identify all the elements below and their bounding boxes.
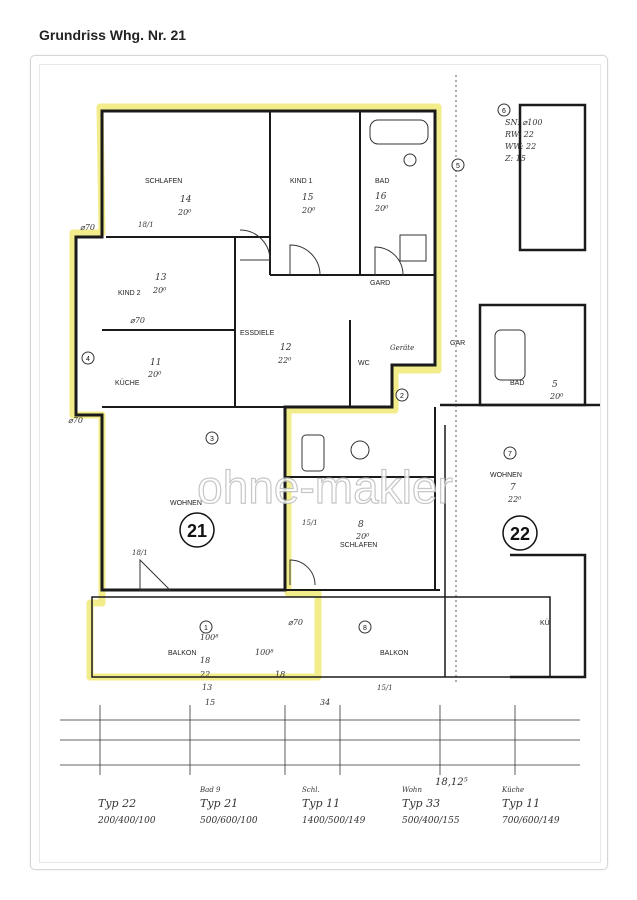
door-swings bbox=[139, 229, 404, 591]
room-bad-22-dims: 20⁰ bbox=[549, 392, 564, 401]
room-essdiele-label: ESSDIELE bbox=[240, 330, 275, 337]
type-1-dims: 200/400/100 bbox=[97, 816, 156, 826]
room-schlafen-1-label: SCHLAFEN bbox=[145, 178, 182, 185]
annotation-m100: 100⁸ bbox=[200, 633, 219, 642]
room-kind-2-area: 13 bbox=[155, 273, 167, 283]
marker-2: 2 bbox=[400, 393, 404, 400]
floor-plan-frame: SCHLAFEN 14 20⁰ KIND 1 15 20⁰ BAD 16 20⁰… bbox=[30, 55, 608, 870]
room-schlafen-1-area: 14 bbox=[180, 195, 192, 205]
room-schlafen-2-area: 8 bbox=[358, 520, 364, 530]
type-3-dims: 1400/500/149 bbox=[302, 816, 366, 826]
page-title: Grundriss Whg. Nr. 21 bbox=[39, 27, 187, 43]
room-bad-area: 16 bbox=[375, 192, 387, 202]
bath-fixtures bbox=[301, 119, 526, 472]
room-bad-22-area: 5 bbox=[552, 380, 558, 390]
marker-6: 6 bbox=[502, 108, 506, 115]
dimension-lines bbox=[60, 75, 580, 775]
room-kueche-22-label: KÜ bbox=[540, 619, 550, 627]
room-kind-2-dims: 20⁰ bbox=[152, 286, 167, 295]
marker-3: 3 bbox=[210, 436, 214, 443]
type-2-top: Bad 9 bbox=[199, 786, 221, 794]
annotation-garage: GAR bbox=[450, 340, 465, 347]
annotation-n34: 34 bbox=[320, 698, 330, 707]
unit-21-number: 21 bbox=[187, 521, 207, 541]
room-kind-1-label: KIND 1 bbox=[290, 178, 313, 185]
marker-7: 7 bbox=[508, 451, 512, 458]
annotation-h18a: 18/1 bbox=[138, 221, 154, 229]
type-4-dims: 500/400/155 bbox=[402, 816, 460, 826]
annotation-z: Z: 15 bbox=[504, 154, 526, 163]
annotation-h15b: 15/1 bbox=[377, 684, 393, 692]
type-2-name: Typ 21 bbox=[200, 797, 238, 810]
annotation-h18b: 18/1 bbox=[132, 549, 148, 557]
annotation-d70d: ⌀70 bbox=[288, 618, 303, 627]
type-3-name: Typ 11 bbox=[302, 797, 340, 810]
unit-21-badge bbox=[179, 512, 215, 548]
room-schlafen-1-dims: 20⁰ bbox=[177, 208, 192, 217]
room-bad-label: BAD bbox=[375, 178, 389, 185]
annotation-m100b: 100⁸ bbox=[255, 648, 274, 657]
room-kueche-label: KÜCHE bbox=[115, 379, 140, 387]
room-wohnen-22-dims: 22⁰ bbox=[507, 495, 522, 504]
type-4-top: Wohn bbox=[402, 786, 422, 794]
floor-plan-image: SCHLAFEN 14 20⁰ KIND 1 15 20⁰ BAD 16 20⁰… bbox=[39, 64, 601, 863]
room-kueche-area: 11 bbox=[150, 358, 161, 368]
neighbour-walls bbox=[440, 103, 600, 679]
annotation-geraete: Geräte bbox=[390, 344, 414, 352]
annotation-rw: RW: 22 bbox=[504, 130, 534, 139]
type-5-dims: 700/600/149 bbox=[502, 816, 560, 826]
room-kueche-dims: 20⁰ bbox=[147, 370, 162, 379]
type-3-top: Schl. bbox=[302, 786, 320, 794]
room-kind-2-label: KIND 2 bbox=[118, 290, 141, 297]
annotation-sn: SN: ⌀100 bbox=[505, 118, 543, 127]
marker-1: 1 bbox=[204, 625, 208, 632]
marker-5: 5 bbox=[456, 163, 460, 170]
annotation-d70a: ⌀70 bbox=[80, 223, 95, 232]
room-schlafen-2-label: SCHLAFEN bbox=[340, 542, 377, 549]
room-bad-22-label: BAD bbox=[510, 380, 524, 387]
room-essdiele-dims: 22⁰ bbox=[277, 356, 292, 365]
type-5-name: Typ 11 bbox=[502, 797, 540, 810]
annotation-h15: 15/1 bbox=[302, 519, 318, 527]
room-kind-1-dims: 20⁰ bbox=[301, 206, 316, 215]
annotation-m18: 18 bbox=[200, 656, 210, 665]
marker-4: 4 bbox=[86, 356, 90, 363]
annotation-total-dimension: 18,12⁵ bbox=[435, 777, 468, 788]
watermark: ohne-makler bbox=[197, 461, 453, 513]
room-balkon-2-label: BALKON bbox=[380, 650, 408, 657]
room-wohnen-22-label: WOHNEN bbox=[490, 472, 522, 479]
room-wohnen-22-area: 7 bbox=[510, 483, 516, 493]
room-bad-dims: 20⁰ bbox=[374, 204, 389, 213]
room-garderobe-label: GARD bbox=[370, 280, 390, 287]
annotation-m22: 22 bbox=[199, 670, 210, 679]
floor-plan-drawing: SCHLAFEN 14 20⁰ KIND 1 15 20⁰ BAD 16 20⁰… bbox=[60, 75, 600, 826]
annotation-d70c: ⌀70 bbox=[68, 416, 83, 425]
type-4-name: Typ 33 bbox=[402, 797, 440, 810]
circled-markers bbox=[81, 103, 517, 634]
room-essdiele-area: 12 bbox=[280, 343, 292, 353]
room-schlafen-2-dims: 20⁰ bbox=[355, 532, 370, 541]
room-wc-label: WC bbox=[358, 360, 370, 367]
annotation-m18b: 18 bbox=[275, 670, 285, 679]
annotation-ww: WW: 22 bbox=[505, 142, 536, 151]
room-kind-1-area: 15 bbox=[302, 193, 314, 203]
type-5-top: Küche bbox=[501, 786, 524, 794]
type-1-name: Typ 22 bbox=[98, 797, 136, 810]
unit-22-badge bbox=[502, 515, 538, 551]
room-wohnen-label: WOHNEN bbox=[170, 500, 202, 507]
annotation-d70b: ⌀70 bbox=[130, 316, 145, 325]
marker-8: 8 bbox=[363, 625, 367, 632]
annotation-m13: 13 bbox=[202, 683, 212, 692]
type-2-dims: 500/600/100 bbox=[200, 816, 258, 826]
annotation-n15: 15 bbox=[205, 698, 215, 707]
unit-22-number: 22 bbox=[510, 524, 530, 544]
room-balkon-1-label: BALKON bbox=[168, 650, 196, 657]
